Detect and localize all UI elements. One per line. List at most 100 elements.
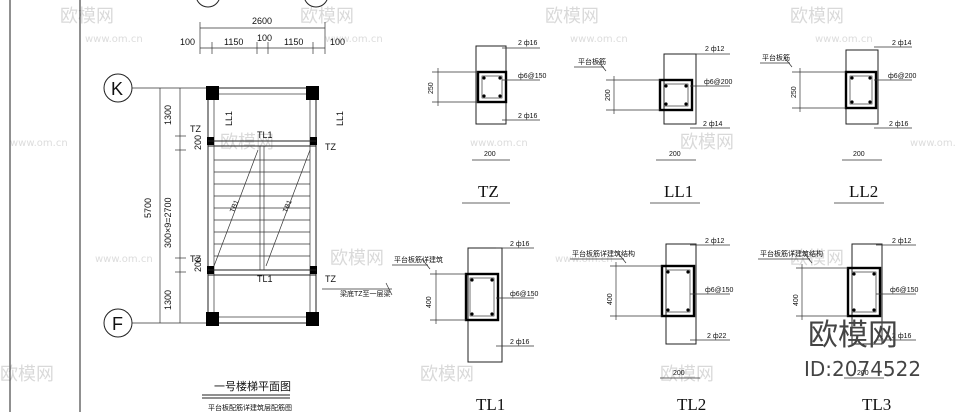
ll1-label-right: LL1: [335, 111, 345, 126]
dim-1150-left: 1150: [224, 37, 243, 47]
rebar-dot: [490, 278, 494, 282]
dim-200-bottom: 200: [193, 257, 203, 272]
tl2-bottom-bar: 2 ф22: [707, 333, 726, 340]
rebar-dot: [684, 102, 688, 106]
ll1-width: 200: [669, 151, 681, 158]
column-outline: [475, 45, 507, 125]
stair-treads: [213, 146, 311, 270]
tl3-bottom-bar: 2 ф16: [892, 333, 911, 340]
rebar-dot: [664, 102, 668, 106]
tl3-height: 400: [793, 294, 800, 306]
plan-subtitle: 平台板配筋详建筑层配筋图: [208, 403, 292, 412]
watermark-url: www.om.cn: [85, 34, 143, 45]
brand-id: ID:2074522: [804, 357, 921, 381]
tz-bottom-bar: 2 ф16: [518, 113, 537, 120]
note-leader-tick: [385, 282, 393, 296]
column: [206, 86, 219, 100]
rebar-dot: [684, 84, 688, 88]
dim-total-width: 2600: [252, 16, 272, 26]
plan-title: 一号楼梯平面图: [214, 379, 291, 393]
section-box: [464, 272, 500, 322]
section-ll2: 2 ф14 ф6@200 2 ф16 平台板筋 250 200 LL2: [760, 40, 917, 204]
rebar-dot: [482, 94, 486, 98]
dim-1150-right: 1150: [284, 37, 303, 47]
tz-label: TZ: [325, 142, 336, 152]
slab-diagonal: [213, 149, 259, 267]
watermark-layer: 欧模网 欧模网 欧模网 欧模网 www.om.cn www.om.cn www.…: [0, 6, 956, 385]
column: [206, 312, 219, 326]
tz-height: 250: [428, 82, 435, 94]
tl1-stirrup: ф6@150: [510, 291, 539, 298]
rebar-dot: [872, 272, 876, 276]
tz-width: 200: [484, 151, 496, 158]
tl2-height: 400: [607, 293, 614, 305]
stirrup: [851, 271, 877, 313]
section-label-tl2: TL2: [677, 395, 706, 412]
ll1-bottom-bar: 2 ф14: [703, 121, 722, 128]
rebar-dot: [686, 308, 690, 312]
dim-100-right: 100: [330, 37, 345, 47]
rebar-dot: [482, 76, 486, 80]
section-label-tz: TZ: [478, 182, 499, 201]
ll1-top-bar: 2 ф12: [705, 46, 724, 53]
watermark-brand: 欧模网: [790, 6, 844, 27]
rebar-dot: [852, 308, 856, 312]
axis-label-k: K: [111, 79, 123, 99]
rebar-dot: [664, 84, 668, 88]
rebar-dot: [498, 76, 502, 80]
watermark-url: www.om.cn: [555, 254, 613, 265]
watermark-brand: 欧模网: [790, 248, 844, 269]
ll2-top-bar: 2 ф14: [892, 40, 911, 47]
tl2-width: 200: [673, 370, 685, 377]
tl1-label-bottom: TL1: [257, 274, 273, 284]
note-tz: 梁底TZ至一层梁: [340, 289, 391, 298]
watermark-url: www.om.cn: [910, 138, 956, 149]
leader-tick: [597, 60, 607, 72]
section-label-ll2: LL2: [849, 182, 878, 201]
watermark-url: www.om.cn: [325, 34, 383, 45]
rebar-dot: [470, 312, 474, 316]
dim-run: 300×9=2700: [163, 197, 173, 248]
dim-100-left: 100: [180, 37, 195, 47]
rebar-dot: [490, 312, 494, 316]
rebar-dot: [470, 278, 474, 282]
section-box: [846, 266, 882, 318]
leader-tick: [803, 252, 813, 264]
ll2-note: 平台板筋: [762, 53, 790, 62]
tb1-label-left: TB1: [229, 199, 240, 214]
stair-outline: [207, 87, 317, 324]
column: [306, 86, 319, 100]
leader-tick: [421, 258, 431, 270]
watermark-brand: 欧模网: [220, 132, 274, 153]
section-box: [476, 70, 508, 104]
column: [306, 312, 319, 326]
watermark-brand: 欧模网: [680, 132, 734, 153]
section-label-tl3: TL3: [862, 395, 891, 412]
dim-1300-bottom: 1300: [163, 290, 173, 310]
watermark-url: www.om.cn: [10, 138, 68, 149]
ll2-stirrup: ф6@200: [888, 73, 917, 80]
section-box: [658, 78, 694, 112]
rebar-dot: [852, 272, 856, 276]
stirrup: [849, 75, 873, 105]
rebar-dot: [850, 76, 854, 80]
leader-tick: [783, 56, 793, 68]
stirrup: [481, 75, 503, 99]
tl1-height: 400: [426, 296, 433, 308]
axis-label-f: F: [112, 314, 123, 334]
brand-logo-text: 欧模网: [808, 318, 898, 353]
tl2-note: 平台板筋详建筑结构: [572, 249, 635, 258]
tl1-label-top: TL1: [257, 130, 273, 140]
tl3-top-bar: 2 ф12: [892, 238, 911, 245]
rebar-dot: [666, 308, 670, 312]
rebar-dot: [872, 308, 876, 312]
section-tz: 2 ф16 ф6@150 2 ф16 250 200 TZ: [428, 40, 547, 204]
stirrup: [663, 83, 689, 107]
ll2-height: 250: [791, 86, 798, 98]
tz-label: TZ: [325, 274, 336, 284]
grid-bubble-top: [196, 0, 220, 8]
tb1-label-right: TB1: [282, 199, 293, 214]
watermark-brand: 欧模网: [60, 6, 114, 27]
tl3-note: 平台板筋详建筑结构: [760, 249, 823, 258]
